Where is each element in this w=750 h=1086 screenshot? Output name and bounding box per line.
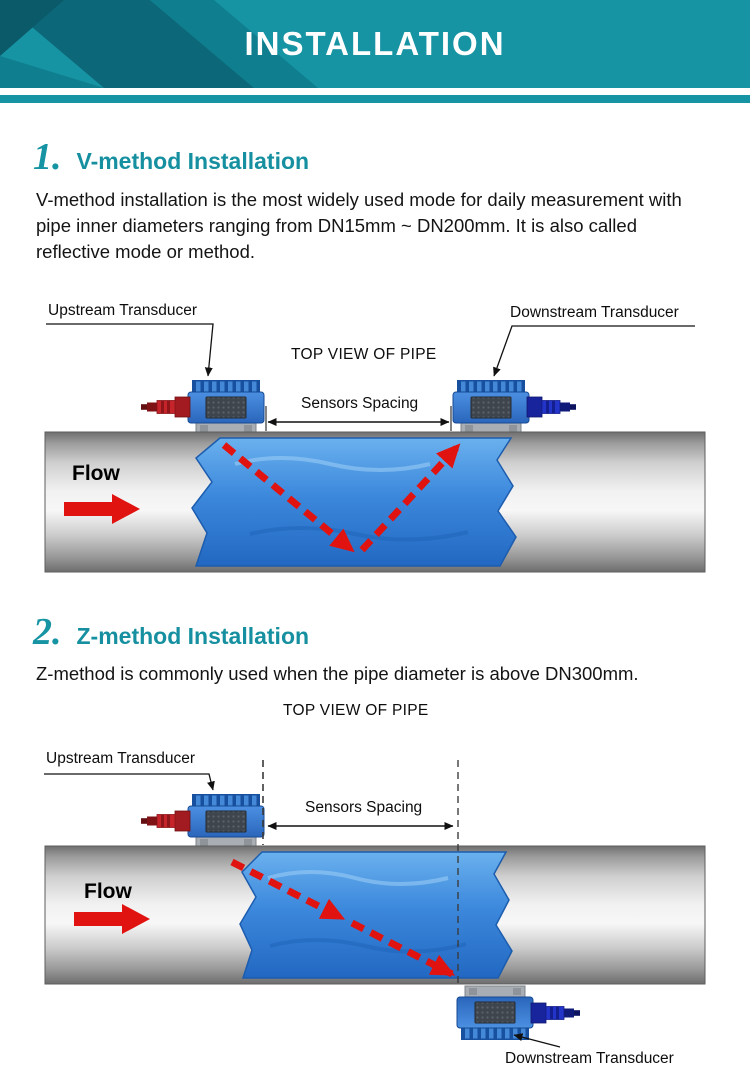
downstream-transducer-label: Downstream Transducer	[510, 303, 679, 321]
water-highlight	[267, 869, 449, 886]
water-highlight	[234, 455, 431, 472]
page-title: INSTALLATION	[244, 25, 506, 62]
water-shadow	[269, 937, 467, 954]
sensors-spacing-label: Sensors Spacing	[305, 798, 423, 816]
upstream-callout-line	[44, 773, 215, 791]
blue-connector	[530, 1002, 581, 1024]
ultrasonic-z-beam-path	[230, 858, 456, 977]
flow-label: Flow	[84, 879, 132, 903]
water-shadow	[249, 525, 469, 542]
water-cutaway	[239, 850, 513, 979]
sensors-spacing-label: Sensors Spacing	[301, 394, 419, 412]
z-method-heading: 2. Z-method Installation	[33, 610, 750, 654]
section-number: 1.	[33, 136, 62, 178]
z-method-description: Z-method is commonly used when the pipe …	[36, 663, 639, 685]
red-connector	[140, 396, 191, 418]
v-method-description: V-method installation is the most widely…	[36, 188, 682, 263]
downstream-callout-line	[513, 1032, 561, 1048]
v-method-heading: 1. V-method Installation	[33, 136, 750, 179]
section-number: 2.	[33, 610, 62, 653]
downstream-transducer	[452, 379, 577, 435]
v-method-diagram: Upstream Transducer Downstream Transduce…	[0, 282, 750, 594]
upstream-transducer	[140, 379, 265, 435]
red-connector	[140, 810, 191, 832]
blue-connector	[526, 396, 577, 418]
v-method-drawing	[44, 322, 706, 573]
flow-arrow	[74, 903, 150, 934]
section-v-method: 1. V-method Installation V-method instal…	[0, 136, 750, 594]
banner-decoration	[0, 0, 750, 88]
flow-arrow	[64, 493, 140, 524]
z-method-diagram: TOP VIEW OF PIPE Upstream Transducer Sen…	[0, 694, 750, 1080]
downstream-transducer-label: Downstream Transducer	[505, 1049, 674, 1067]
upstream-callout-line	[46, 322, 214, 377]
top-view-label: TOP VIEW OF PIPE	[291, 345, 437, 363]
z-method-drawing	[44, 759, 706, 1048]
flow-label: Flow	[72, 461, 120, 485]
upstream-transducer	[140, 793, 265, 849]
upstream-transducer-label: Upstream Transducer	[48, 301, 198, 319]
water-cutaway	[191, 436, 517, 567]
downstream-transducer	[456, 985, 581, 1041]
downstream-callout-line	[493, 324, 695, 377]
upstream-transducer-label: Upstream Transducer	[46, 749, 196, 767]
header-banner: INSTALLATION	[0, 0, 750, 88]
section-title: Z-method Installation	[76, 622, 310, 649]
ultrasonic-v-beam-path	[221, 441, 461, 553]
top-view-label: TOP VIEW OF PIPE	[283, 701, 429, 719]
header-underline	[0, 95, 750, 103]
section-z-method: 2. Z-method Installation Z-method is com…	[0, 610, 750, 1080]
section-title: V-method Installation	[76, 148, 310, 174]
